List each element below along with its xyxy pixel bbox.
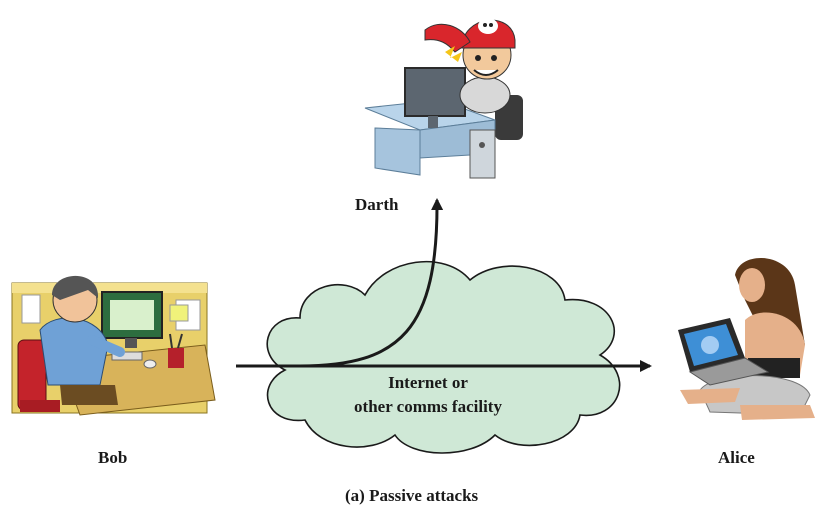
eavesdrop-arrow xyxy=(299,198,444,368)
darth-label: Darth xyxy=(355,195,399,214)
cloud-icon xyxy=(266,260,621,454)
alice-label: Alice xyxy=(718,448,755,467)
network-label-line1: Internet or xyxy=(388,373,468,392)
man-at-desk-computer-icon xyxy=(11,275,216,416)
woman-with-laptop-icon xyxy=(678,258,815,420)
figure-caption: (a) Passive attacks xyxy=(345,486,479,505)
bob-label: Bob xyxy=(98,448,128,467)
attacker-at-computer-icon xyxy=(364,18,523,179)
network-label-line2: other comms facility xyxy=(354,397,502,416)
